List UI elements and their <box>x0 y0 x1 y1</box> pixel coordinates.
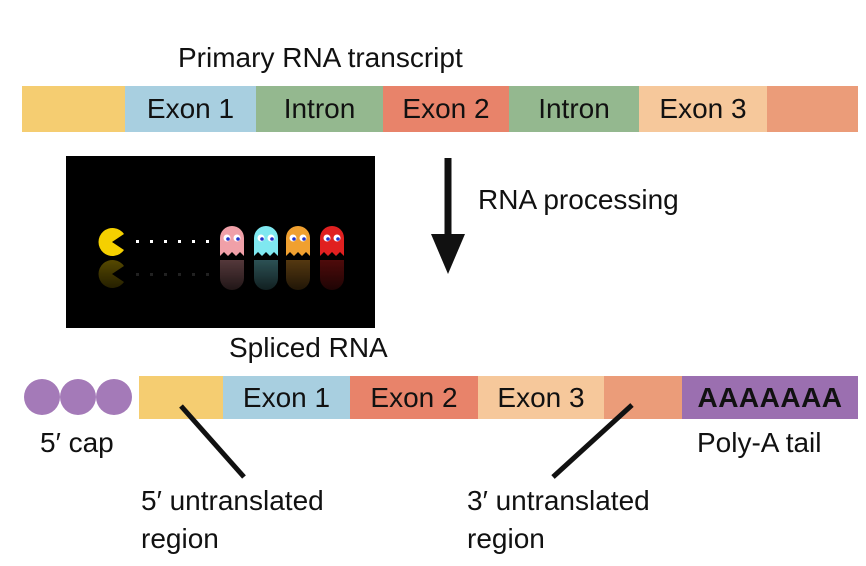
primary-segment-3utr <box>767 86 858 132</box>
down-arrow-icon <box>431 158 465 274</box>
primary-segment-intron2: Intron <box>509 86 639 132</box>
ghost-cyan-icon <box>254 226 278 256</box>
primary-transcript-title: Primary RNA transcript <box>178 42 463 73</box>
polya-tail-label: Poly-A tail <box>697 427 822 458</box>
cap-dot <box>96 379 132 415</box>
spliced-segment-exon3: Exon 3 <box>478 376 604 419</box>
utr5-pointer-line <box>179 404 246 479</box>
arcade-scene <box>66 226 375 309</box>
pellet-dots <box>136 240 209 243</box>
primary-segment-exon1: Exon 1 <box>125 86 256 132</box>
primary-segment-intron1: Intron <box>256 86 383 132</box>
cap-label: 5′ cap <box>40 427 114 458</box>
ghost-red-icon <box>320 226 344 256</box>
polya-tail-segment: AAAAAAA <box>682 376 858 419</box>
pacman-icon <box>98 228 124 256</box>
utr3-label: 3′ untranslated region <box>467 485 650 554</box>
utr5-label: 5′ untranslated region <box>141 485 324 554</box>
cap-dot <box>60 379 96 415</box>
spliced-segment-3utr <box>604 376 682 419</box>
ghost-pink-icon <box>220 226 244 256</box>
utr3-pointer-line <box>551 403 634 479</box>
spliced-rna-title: Spliced RNA <box>229 332 388 363</box>
spliced-rna-bar: Exon 1 Exon 2 Exon 3 AAAAAAA <box>139 376 858 419</box>
spliced-segment-5utr <box>139 376 223 419</box>
five-prime-cap <box>24 377 140 417</box>
arcade-game-image <box>66 156 375 328</box>
primary-segment-exon2: Exon 2 <box>383 86 509 132</box>
ghost-orange-icon <box>286 226 310 256</box>
spliced-segment-exon1: Exon 1 <box>223 376 350 419</box>
cap-dot <box>24 379 60 415</box>
primary-segment-exon3: Exon 3 <box>639 86 767 132</box>
primary-transcript-bar: Exon 1 Intron Exon 2 Intron Exon 3 <box>22 86 858 132</box>
rna-processing-label: RNA processing <box>478 184 679 215</box>
primary-segment-5utr <box>22 86 125 132</box>
spliced-segment-exon2: Exon 2 <box>350 376 478 419</box>
